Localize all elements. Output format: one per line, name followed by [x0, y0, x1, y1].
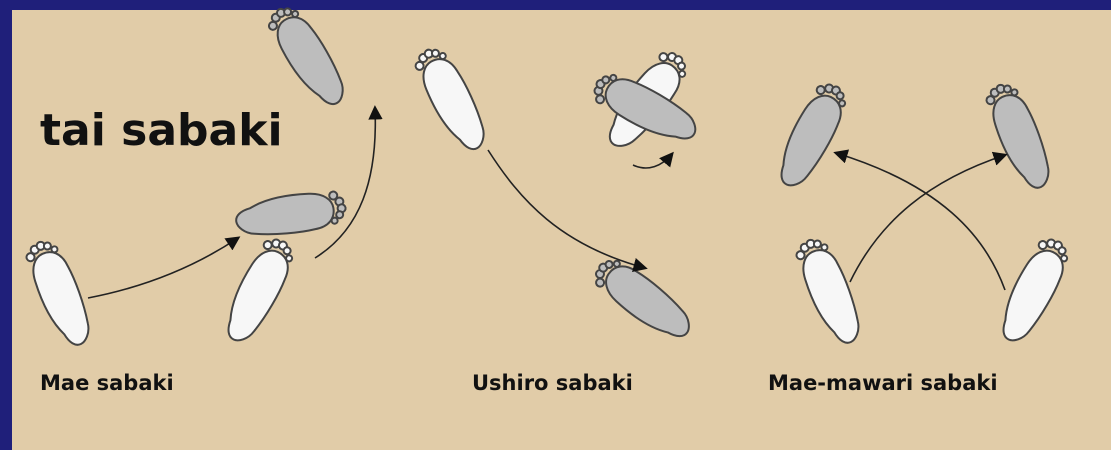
- diagram-title: tai sabaki: [40, 105, 283, 156]
- label-ushiro-sabaki: Ushiro sabaki: [472, 371, 633, 395]
- label-mae-mawari-sabaki: Mae-mawari sabaki: [768, 371, 998, 395]
- label-mae-sabaki: Mae sabaki: [40, 371, 174, 395]
